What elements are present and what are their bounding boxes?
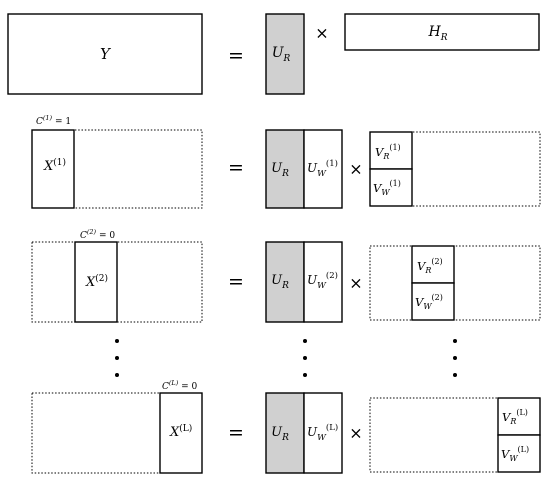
vertical-ellipsis-right: [453, 339, 457, 377]
matrix-vr-1: [369, 131, 413, 170]
c-label-2: C(2) = 0: [80, 228, 115, 241]
matrix-ur-l: [265, 392, 305, 474]
c-label-1: C(1) = 1: [36, 114, 71, 127]
matrix-x-l: [159, 392, 203, 474]
equals-sign: =: [228, 271, 244, 293]
row-l: C(L) = 0 X(L) = UR UW(L) × VR(L) VW(L): [31, 379, 541, 474]
times-sign: ×: [349, 274, 362, 293]
matrix-x-1-label: X(1): [43, 157, 66, 174]
matrix-ur: [265, 13, 305, 95]
c-label-l: C(L) = 0: [162, 379, 198, 392]
matrix-uw-l: [303, 392, 343, 474]
matrix-vw-1: [369, 168, 413, 207]
matrix-ur-l-label: UR: [271, 425, 289, 443]
matrix-uw-l-label: UW(L): [307, 422, 338, 443]
matrix-x-2: [74, 241, 118, 323]
matrix-vr-2-label: VR(2): [417, 257, 443, 275]
matrix-uw-2: [303, 241, 343, 323]
matrix-v-2-frame: [369, 245, 541, 321]
equals-sign: =: [228, 45, 244, 67]
matrix-ur-2-label: UR: [271, 273, 289, 291]
vertical-ellipsis-left: [115, 339, 119, 377]
matrix-hr-label: HR: [428, 24, 448, 43]
matrix-uw-1: [303, 129, 343, 209]
equals-sign: =: [228, 422, 244, 444]
equals-sign: =: [228, 157, 244, 179]
matrix-ur-2: [265, 241, 305, 323]
matrix-hr: [344, 13, 540, 51]
matrix-ur-label: UR: [272, 45, 291, 64]
matrix-ur-1-label: UR: [271, 161, 289, 179]
matrix-vw-l-label: VW(L): [501, 445, 529, 463]
matrix-vr-l-label: VR(L): [502, 408, 528, 426]
matrix-vw-l: [497, 434, 541, 473]
matrix-y-label: Y: [100, 45, 112, 63]
row-2: C(2) = 0 X(2) = UR UW(2) × VR(2) VW(2): [31, 228, 541, 323]
times-sign: ×: [349, 160, 362, 179]
matrix-uw-2-label: UW(2): [307, 270, 338, 291]
vertical-ellipsis-middle: [303, 339, 307, 377]
matrix-vw-2-label: VW(2): [415, 293, 443, 311]
matrix-x-1: [31, 129, 75, 209]
matrix-y: [7, 13, 203, 95]
matrix-x-l-label: X(L): [169, 423, 192, 440]
matrix-vw-2: [411, 282, 455, 321]
matrix-vr-1-label: VR(1): [375, 143, 401, 161]
matrix-vr-2: [411, 245, 455, 284]
matrix-uw-1-label: UW(1): [307, 158, 338, 179]
row-1: C(1) = 1 X(1) = UR UW(1) × VR(1) VW(1): [31, 114, 541, 209]
matrix-x-2-label: X(2): [85, 273, 108, 290]
matrix-vr-l: [497, 397, 541, 436]
times-sign: ×: [349, 424, 362, 443]
top-row: Y = UR × HR: [7, 13, 540, 95]
matrix-vw-1-label: VW(1): [373, 179, 401, 197]
times-sign: ×: [315, 24, 328, 43]
